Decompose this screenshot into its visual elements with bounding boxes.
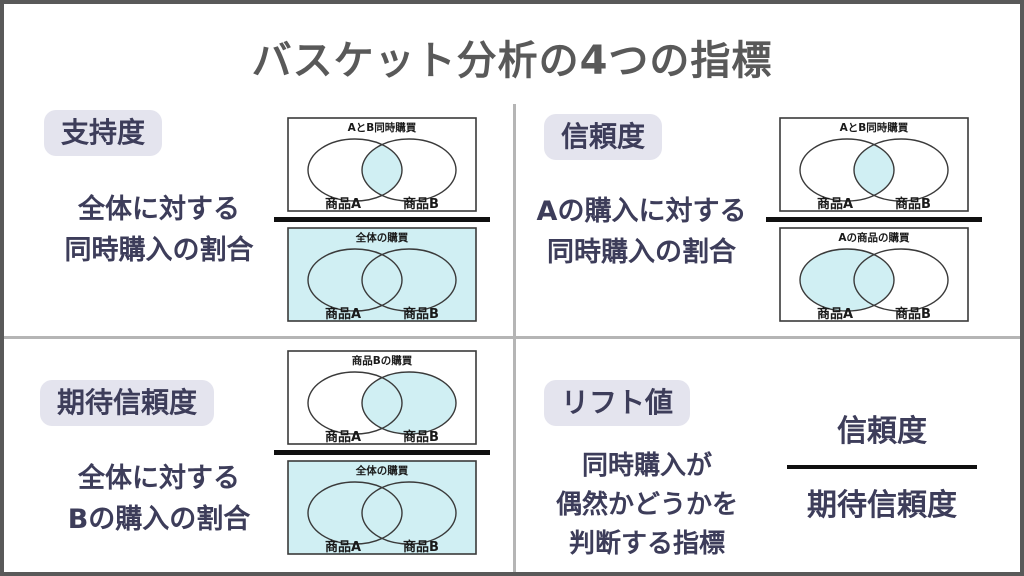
circle-a xyxy=(799,248,895,312)
venn-label-a: 商品A xyxy=(325,429,361,445)
circle-b xyxy=(853,138,949,202)
fraction-bar xyxy=(766,217,982,222)
venn-product-a-highlight xyxy=(800,249,894,311)
venn-label-b: 商品B xyxy=(403,429,439,445)
circle-a xyxy=(307,248,403,312)
badge-expected-confidence: 期待信頼度 xyxy=(40,380,215,426)
confidence-denominator-venn: Aの商品の購買 商品A 商品B xyxy=(779,227,969,322)
venn-title: 全体の購買 xyxy=(355,231,409,244)
support-numerator-venn: AとB同時購買 商品A 商品B xyxy=(287,117,477,212)
lift-formula: 信頼度 期待信頼度 xyxy=(787,406,977,524)
venn-title: Aの商品の購買 xyxy=(838,231,910,244)
description-confidence: Aの購入に対する 同時購入の割合 xyxy=(536,196,747,268)
badge-lift: リフト値 xyxy=(544,380,691,426)
venn-label-b: 商品B xyxy=(403,196,439,212)
circle-a xyxy=(307,138,403,202)
fraction-bar xyxy=(274,450,490,455)
support-denominator-venn: 全体の購買 商品A 商品B xyxy=(287,227,477,322)
formula-fraction-bar xyxy=(787,465,977,469)
support-venn-fraction: AとB同時購買 商品A 商品B 全体の購買 商品A 商品B xyxy=(274,117,490,322)
description-lift: 同時購入が 偶然かどうかを 判断する指標 xyxy=(555,451,738,559)
formula-denominator: 期待信頼度 xyxy=(807,488,957,523)
circle-b xyxy=(361,481,457,545)
circle-a xyxy=(307,481,403,545)
venn-label-b: 商品B xyxy=(895,306,931,322)
horizontal-divider xyxy=(4,336,1020,339)
venn-title: AとB同時購買 xyxy=(840,121,909,134)
venn-product-b-highlight xyxy=(362,372,456,434)
confidence-numerator-venn: AとB同時購買 商品A 商品B xyxy=(779,117,969,212)
venn-label-b: 商品B xyxy=(403,539,439,555)
venn-label-b: 商品B xyxy=(895,196,931,212)
venn-title: 全体の購買 xyxy=(355,464,409,477)
description-support: 全体に対する 同時購入の割合 xyxy=(64,194,254,266)
venn-label-a: 商品A xyxy=(325,196,361,212)
venn-label-a: 商品A xyxy=(817,196,853,212)
circle-b xyxy=(361,371,457,435)
venn-label-a: 商品A xyxy=(817,306,853,322)
venn-label-a: 商品A xyxy=(325,306,361,322)
circle-b xyxy=(361,248,457,312)
circle-a xyxy=(307,371,403,435)
description-expected-confidence: 全体に対する Bの購入の割合 xyxy=(67,463,251,535)
formula-numerator: 信頼度 xyxy=(837,414,927,449)
venn-title: AとB同時購買 xyxy=(348,121,417,134)
badge-confidence: 信頼度 xyxy=(544,114,663,160)
expected-denominator-venn: 全体の購買 商品A 商品B xyxy=(287,460,477,555)
circle-b xyxy=(853,248,949,312)
expected-numerator-venn: 商品Bの購買 商品A 商品B xyxy=(287,350,477,445)
circle-b xyxy=(361,138,457,202)
circle-a xyxy=(799,138,895,202)
expected-confidence-venn-fraction: 商品Bの購買 商品A 商品B 全体の購買 商品A 商品B xyxy=(274,350,490,555)
fraction-bar xyxy=(274,217,490,222)
venn-label-a: 商品A xyxy=(325,539,361,555)
badge-support: 支持度 xyxy=(44,110,163,156)
confidence-venn-fraction: AとB同時購買 商品A 商品B Aの商品の購買 商品A 商品B xyxy=(766,117,982,322)
venn-title: 商品Bの購買 xyxy=(352,354,413,367)
venn-intersection-highlight xyxy=(854,139,894,201)
venn-intersection-highlight xyxy=(362,139,402,201)
page-title: バスケット分析の4つの指標 xyxy=(251,38,773,84)
venn-label-b: 商品B xyxy=(403,306,439,322)
